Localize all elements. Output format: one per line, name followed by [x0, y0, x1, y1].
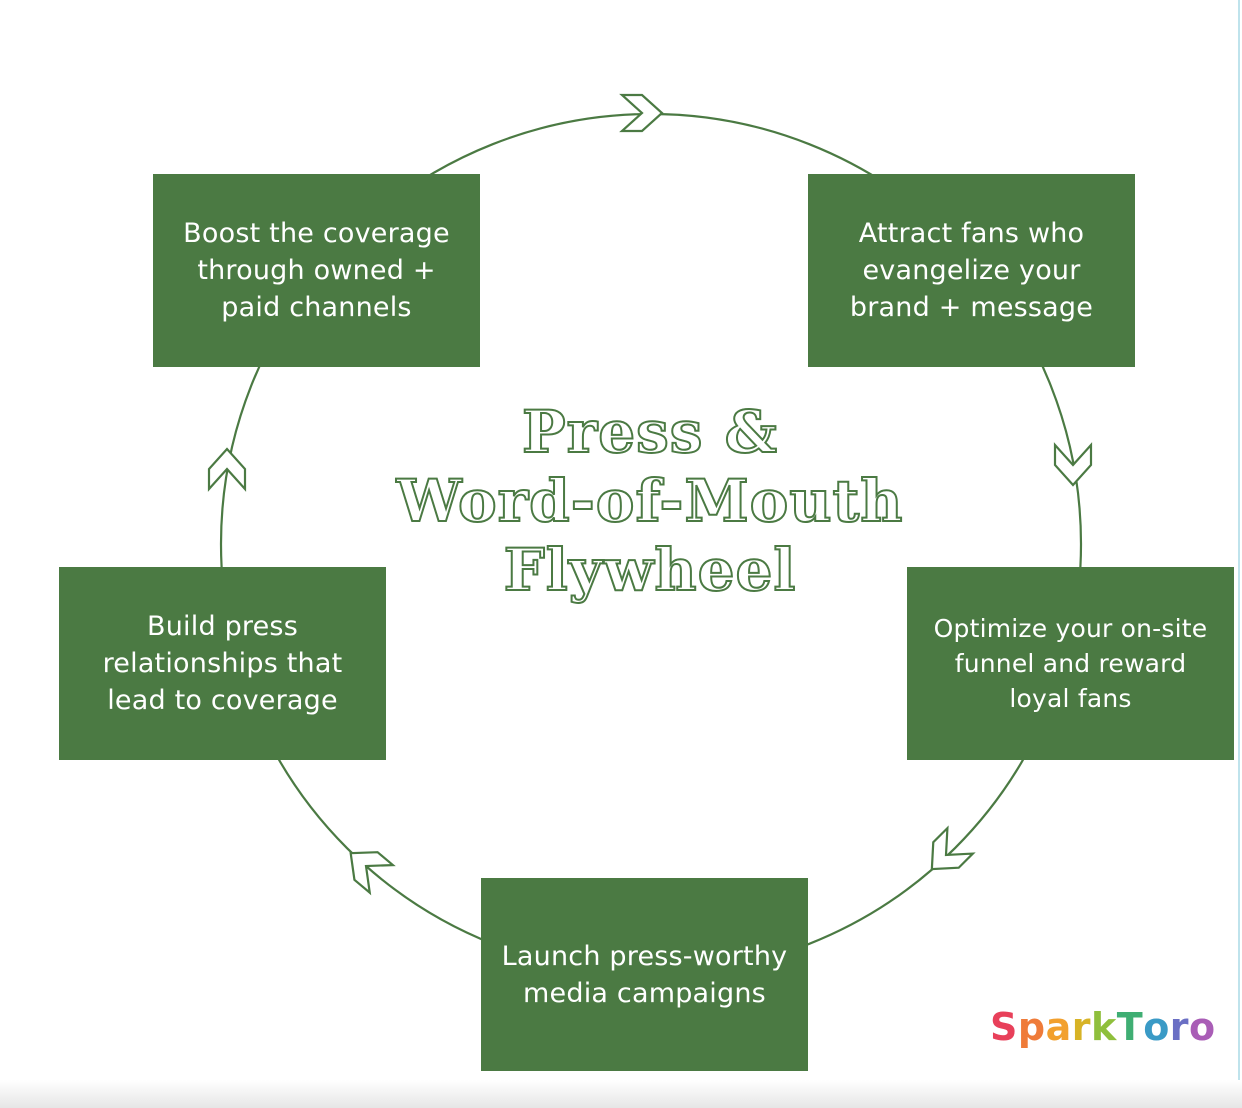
- right-edge-border: [1238, 0, 1240, 1108]
- step-attract-fans: Attract fans who evangelize your brand +…: [808, 174, 1135, 367]
- step-launch-campaigns: Launch press-worthy media campaigns: [481, 878, 808, 1071]
- logo-letter: p: [1017, 1005, 1046, 1049]
- chevron-arrow-icon: [1053, 442, 1093, 487]
- logo-letter: a: [1045, 1005, 1072, 1049]
- step-label: Attract fans who evangelize your brand +…: [849, 218, 1094, 323]
- step-build-relationships: Build press relationships that lead to c…: [59, 567, 386, 760]
- step-boost-coverage: Boost the coverage through owned + paid …: [153, 174, 480, 367]
- step-label: Optimize your on-site funnel and reward …: [933, 614, 1208, 713]
- title-line-2: Word-of-Mouth: [396, 466, 904, 536]
- chevron-arrow-icon: [349, 851, 396, 896]
- chevron-arrow-icon: [930, 825, 976, 871]
- diagram-title: Press & Word-of-Mouth Flywheel: [360, 397, 940, 605]
- logo-letter: r: [1169, 1005, 1190, 1049]
- step-label: Build press relationships that lead to c…: [102, 611, 343, 716]
- step-optimize-funnel: Optimize your on-site funnel and reward …: [907, 567, 1234, 760]
- logo-letter: o: [1143, 1005, 1170, 1049]
- logo-letter: o: [1189, 1005, 1216, 1049]
- logo-letter: S: [990, 1005, 1018, 1049]
- logo-letter: r: [1071, 1005, 1091, 1049]
- step-label: Launch press-worthy media campaigns: [501, 940, 788, 1009]
- title-line-1: Press &: [521, 397, 778, 467]
- title-line-3: Flywheel: [503, 535, 797, 605]
- logo-letter: T: [1116, 1005, 1144, 1049]
- sparktoro-logo: SparkToro: [990, 1005, 1216, 1049]
- chevron-arrow-icon: [619, 93, 664, 133]
- step-label: Boost the coverage through owned + paid …: [183, 218, 450, 323]
- bottom-edge-shade: [0, 1080, 1242, 1108]
- logo-letter: k: [1090, 1005, 1117, 1049]
- arrow-layer: [207, 93, 1093, 896]
- chevron-arrow-icon: [207, 447, 247, 492]
